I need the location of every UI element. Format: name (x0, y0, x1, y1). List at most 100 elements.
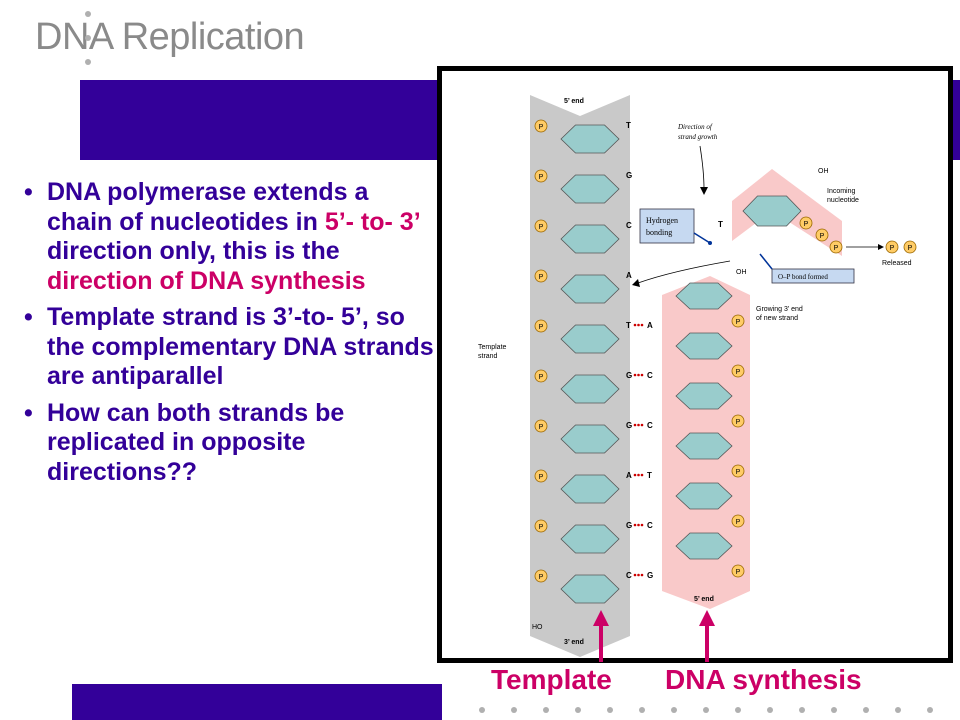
template-base: A (626, 271, 632, 280)
template-sugar (560, 324, 620, 354)
new-base: G (647, 571, 653, 580)
bullet-item: How can both strands be replicated in op… (6, 399, 436, 488)
template-phosphate (534, 369, 548, 383)
decorative-dot (85, 35, 91, 41)
new-base: T (647, 471, 652, 480)
hydrogen-bond-dot (637, 323, 640, 327)
hydrogen-bond-dot (640, 423, 644, 427)
template-phosphate (534, 169, 548, 183)
hydrogen-bonding-box (639, 208, 695, 244)
incoming-phosphate-1 (799, 216, 813, 230)
footer-band (72, 684, 442, 720)
incoming-label-1: Incoming (827, 188, 856, 195)
bullet-text: direction only, this is the (47, 237, 340, 265)
template-sugar (560, 174, 620, 204)
template-phosphate-label: P (539, 324, 544, 331)
template-phosphate-label: P (539, 424, 544, 431)
decorative-dot (767, 707, 773, 713)
template-sugar (560, 224, 620, 254)
template-sugar (560, 524, 620, 554)
hydrogen-bond-dot (640, 323, 644, 327)
hydrogen-bond-dot (633, 323, 637, 327)
hydrogen-bond-dot (637, 573, 640, 577)
growing-label-1: Growing 3’ end (756, 306, 803, 313)
release-arrow-head (878, 244, 884, 250)
new-phosphate-label: P (736, 469, 741, 476)
incoming-phosphate-2 (815, 228, 829, 242)
template-arrow-label: Template (491, 664, 612, 695)
decorative-dot (607, 707, 613, 713)
template-phosphate (534, 119, 548, 133)
new-sugar (675, 432, 733, 460)
template-sugar (560, 124, 620, 154)
template-base: C (626, 221, 632, 230)
template-sugar (560, 274, 620, 304)
bullet-item: Template strand is 3’-to- 5’, so the com… (6, 303, 436, 392)
hydrogen-bond-dot (640, 573, 644, 577)
bullet-highlight: direction of DNA synthesis (47, 266, 366, 295)
bullet-item: DNA polymerase extends a chain of nucleo… (6, 178, 436, 296)
op-bond-label: O–P bond formed (778, 273, 828, 281)
template-sugar (560, 374, 620, 404)
new-base: C (647, 371, 653, 380)
new-phosphate (731, 364, 745, 378)
hydrogen-pointer-dot (708, 241, 712, 245)
new-5-end-label: 5’ end (694, 596, 714, 603)
template-strand-label-2: strand (478, 353, 498, 360)
template-phosphate (534, 519, 548, 533)
template-phosphate (534, 319, 548, 333)
template-base: G (626, 521, 632, 530)
released-phosphate-2-label: P (908, 245, 913, 252)
template-sugar (560, 574, 620, 604)
bullet-text: DNA polymerase extends a chain of nucleo… (47, 178, 369, 236)
template-phosphate (534, 569, 548, 583)
new-phosphate (731, 514, 745, 528)
direction-arrow (699, 145, 705, 190)
hydrogen-bond-dot (637, 423, 640, 427)
new-sugar (675, 532, 733, 560)
decorative-dot (85, 11, 91, 17)
template-base: G (626, 371, 632, 380)
hydrogen-pointer (693, 232, 711, 244)
new-phosphate (731, 564, 745, 578)
template-phosphate (534, 419, 548, 433)
hydrogen-bond-dot (637, 373, 640, 377)
hydrogen-bond-dot (633, 573, 637, 577)
decorative-dot (895, 707, 901, 713)
incoming-phosphate-2-label: P (820, 233, 825, 240)
template-strand-label-1: Template (478, 344, 507, 351)
op-bond-box (771, 268, 855, 284)
incoming-phosphate-1-label: P (804, 221, 809, 228)
hydrogen-bond-dot (640, 373, 644, 377)
template-5-end-label: 5’ end (564, 98, 584, 105)
growing-label-2: of new strand (756, 315, 798, 322)
pairing-arrow-head (632, 279, 640, 287)
hydrogen-bond-dot (633, 473, 637, 477)
decorative-dot (799, 707, 805, 713)
direction-arrow-head (700, 187, 708, 195)
template-phosphate (534, 219, 548, 233)
template-phosphate-label: P (539, 224, 544, 231)
bullet-highlight: 5’- to- 3’ (324, 207, 420, 236)
new-phosphate-label: P (736, 419, 741, 426)
decorative-dot (927, 707, 933, 713)
hydrogen-bond-dot (637, 523, 640, 527)
released-phosphate-2 (903, 240, 917, 254)
template-phosphate (534, 269, 548, 283)
decorative-dot (639, 707, 645, 713)
new-phosphate-label: P (736, 319, 741, 326)
new-phosphate-label: P (736, 519, 741, 526)
released-label: Released (882, 260, 912, 267)
bullet-list: DNA polymerase extends a chain of nucleo… (6, 178, 436, 494)
new-phosphate (731, 464, 745, 478)
template-base: G (626, 421, 632, 430)
template-sugar (560, 474, 620, 504)
new-sugar (675, 282, 733, 310)
new-base: C (647, 521, 653, 530)
template-base: C (626, 571, 632, 580)
template-sugar (560, 424, 620, 454)
direction-label-2: strand growth (678, 133, 718, 141)
oh-mid-label: OH (736, 269, 747, 276)
